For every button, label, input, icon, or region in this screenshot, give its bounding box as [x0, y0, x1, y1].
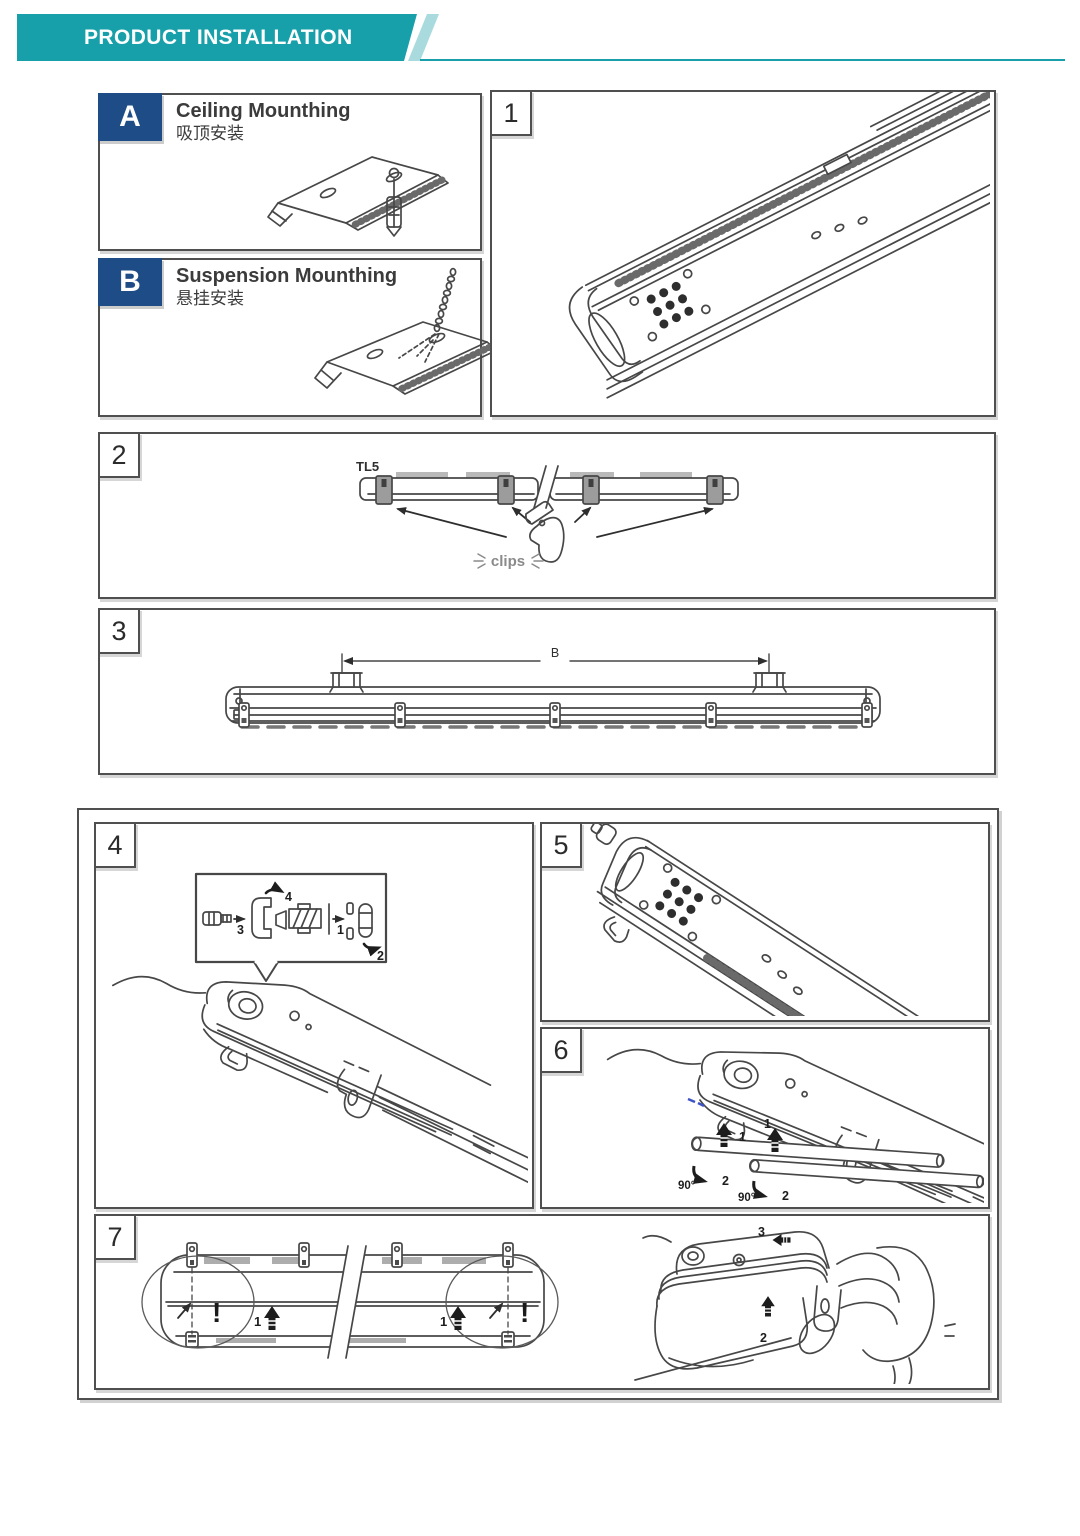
sequence-number: 4 — [285, 890, 292, 904]
header-banner: PRODUCT INSTALLATION — [17, 14, 417, 61]
step-panel-7: 7 — [94, 1214, 990, 1390]
fixture-body-drawing — [568, 92, 990, 399]
fixture-end-drawing — [590, 824, 984, 1016]
focus-circle — [141, 1255, 255, 1349]
step-number-badge-4: 4 — [94, 822, 136, 868]
gland-parts-inset — [194, 872, 388, 982]
rotate-arrow-icon — [752, 1180, 768, 1199]
mount-title-b: Suspension Mounthing — [176, 265, 398, 287]
close-cover-drawing: 1 1 2 3 ! ! — [141, 1225, 956, 1384]
step-panel-6: 6 — [540, 1027, 990, 1209]
step-panel-1: 1 — [490, 90, 996, 417]
rotation-angle-label: 90° — [678, 1180, 696, 1192]
mount-text-b: Suspension Mounthing 悬挂安装 — [176, 264, 397, 310]
fixing-clips — [375, 475, 724, 505]
tube-install-drawing: 1 1 2 2 90° 90° — [587, 1029, 984, 1203]
sequence-number: 1 — [764, 1117, 771, 1131]
led-tubes — [690, 1136, 984, 1189]
letter-badge-a: A — [98, 93, 162, 141]
mounting-panel-b: B Suspension Mounthing 悬挂安装 — [98, 258, 498, 417]
step-number-badge-7: 7 — [94, 1214, 136, 1260]
top-clips — [186, 1242, 514, 1268]
warning-mark: ! — [212, 1297, 221, 1328]
focus-circle — [445, 1255, 559, 1349]
step-panel-4: 4 — [94, 822, 534, 1209]
body-clips — [238, 702, 873, 728]
sequence-number: 1 — [739, 1130, 746, 1144]
step-number-badge-3: 3 — [98, 608, 140, 654]
step-panel-2: 2 TL5 — [98, 432, 996, 599]
step-panel-5: 5 — [540, 822, 990, 1022]
bracket-spacing-drawing: B — [225, 646, 881, 729]
mount-title-a: Ceiling Mounthing — [176, 100, 351, 122]
banner-underline — [420, 59, 1065, 61]
mount-text-a: Ceiling Mounthing 吸顶安装 — [176, 99, 350, 145]
model-label: TL5 — [356, 459, 379, 474]
sequence-number: 1 — [440, 1314, 447, 1329]
letter-badge-b: B — [98, 258, 162, 306]
sequence-number: 3 — [758, 1225, 765, 1239]
cable-gland-drawing: 3 4 1 2 — [96, 872, 528, 1190]
dimension-line — [341, 653, 770, 673]
page-title: PRODUCT INSTALLATION — [84, 25, 353, 49]
clip-detail-drawing — [525, 500, 565, 563]
rotation-angle-label: 90° — [738, 1192, 756, 1203]
terminal-block — [646, 281, 694, 329]
sequence-number: 2 — [377, 949, 384, 963]
step-number-badge-6: 6 — [540, 1027, 582, 1073]
up-arrow-icon — [760, 1295, 776, 1318]
sequence-number: 1 — [254, 1314, 261, 1329]
step-panel-3: 3 — [98, 608, 996, 775]
blue-ink-mark — [687, 1097, 705, 1108]
clips-label-sunburst — [473, 553, 544, 569]
sequence-number: 2 — [760, 1331, 767, 1345]
clip-direction-arrows — [396, 506, 714, 538]
hanging-chain — [433, 267, 457, 333]
clip-positions-drawing: TL5 — [356, 459, 739, 570]
installer-hand-drawing — [634, 1230, 956, 1384]
mount-subtitle-b: 悬挂安装 — [176, 289, 244, 308]
left-arrow-icon — [771, 1233, 792, 1247]
ceiling-bracket-drawing — [267, 156, 449, 237]
mount-subtitle-a: 吸顶安装 — [176, 124, 244, 143]
sequence-number: 2 — [722, 1174, 729, 1188]
terminal-block — [655, 877, 704, 926]
sequence-number: 3 — [237, 923, 244, 937]
mounting-panel-a: A Ceiling Mounthing 吸顶安装 — [98, 93, 482, 251]
warning-mark: ! — [520, 1297, 529, 1328]
sequence-number: 1 — [337, 923, 344, 937]
sequence-number: 2 — [782, 1189, 789, 1203]
step-number-badge-5: 5 — [540, 822, 582, 868]
step-number-badge-1: 1 — [490, 90, 532, 136]
step-number-badge-2: 2 — [98, 432, 140, 478]
clips-label: clips — [491, 553, 525, 570]
steps-group-box: 4 — [77, 808, 999, 1400]
suspension-bracket-drawing — [314, 267, 498, 395]
dimension-label: B — [551, 646, 559, 660]
mounting-brackets — [329, 672, 787, 693]
rotate-arrow-icon — [692, 1165, 708, 1184]
